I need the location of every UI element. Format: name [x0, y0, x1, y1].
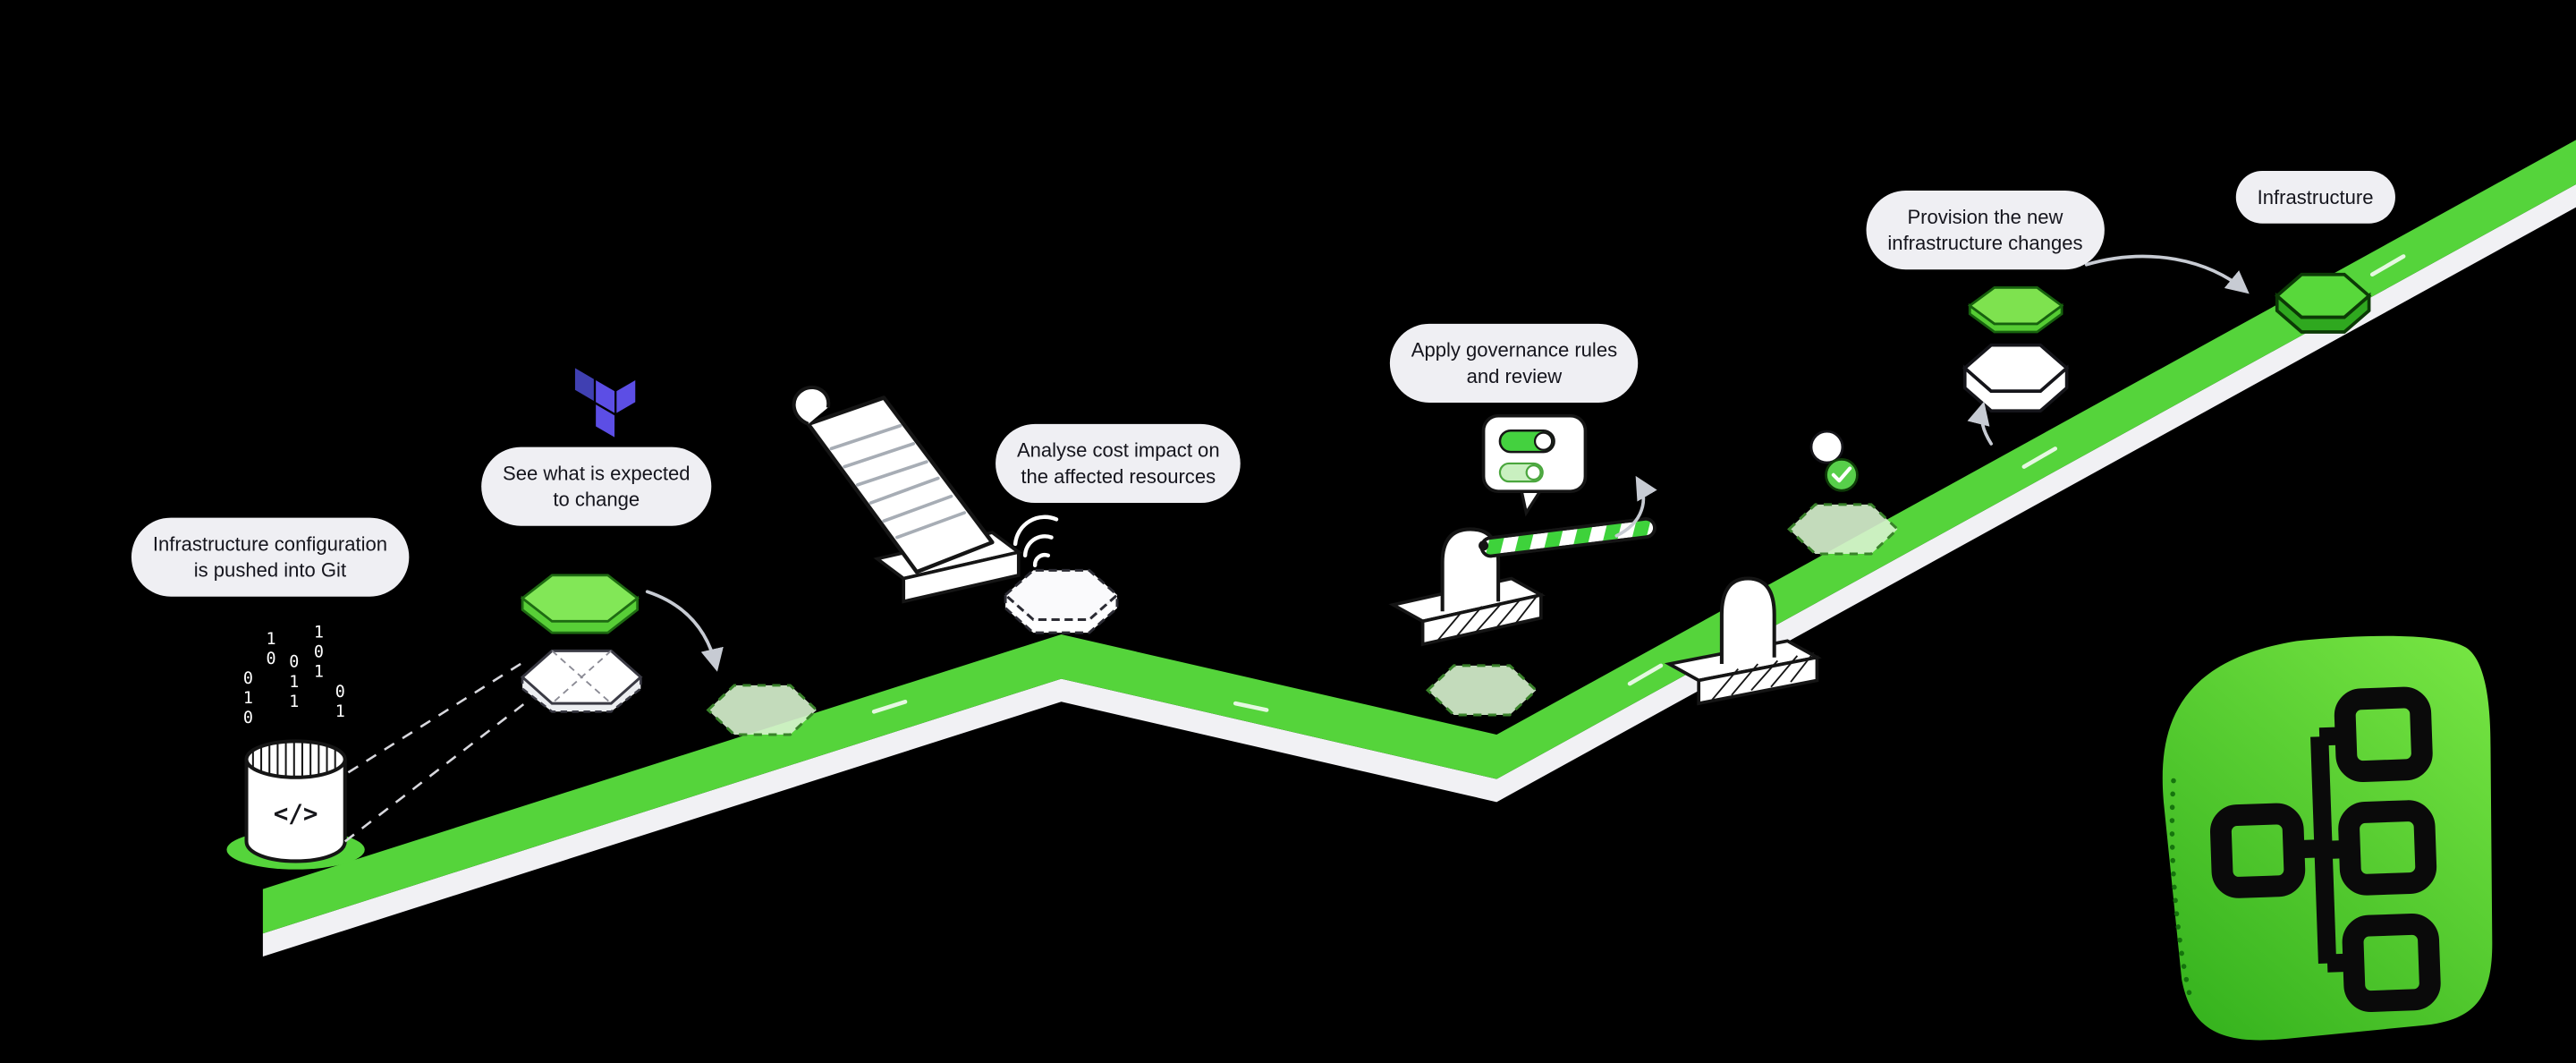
- pipeline-logo-icon: [2162, 635, 2493, 1041]
- binary-column: 0 1 1: [289, 654, 301, 712]
- curved-arrows: [645, 254, 2250, 672]
- ghost-hexagon-approved: [1787, 503, 1900, 556]
- binary-column: 1 0 1: [313, 624, 326, 683]
- label-governance: Apply governance rules and review: [1389, 323, 1639, 403]
- road-surface: [262, 140, 2576, 934]
- arrow-plan-to-road: [645, 590, 724, 672]
- gate-barrier-open: [1664, 576, 1822, 706]
- label-infrastructure: Infrastructure: [2235, 171, 2395, 224]
- ghost-hexagon-governance: [1425, 664, 1538, 717]
- road-edge: [262, 183, 2576, 957]
- signal-icon: [1013, 514, 1059, 568]
- label-cost: Analyse cost impact on the affected reso…: [996, 423, 1241, 504]
- receipt-illustration: [792, 386, 1023, 604]
- label-plan: See what is expected to change: [481, 446, 712, 526]
- arrow-stack-up: [1967, 401, 1993, 446]
- governance-bubble: [1481, 413, 1588, 517]
- flowchart-glyph: [2210, 686, 2441, 1012]
- toggle-on: [1498, 429, 1555, 454]
- plan-hexagon-wireframe: [520, 649, 643, 713]
- provision-hexagon-green: [1967, 286, 2064, 334]
- binary-column: 1 0: [266, 631, 278, 669]
- infrastructure-hexagon: [2274, 272, 2372, 334]
- road: [262, 140, 2576, 957]
- gate-barrier-closed: [1388, 517, 1657, 647]
- label-push-git: Infrastructure configuration is pushed i…: [131, 517, 409, 597]
- arrow-gate-to-bubble: [1614, 475, 1657, 538]
- arrow-to-infrastructure: [2084, 254, 2250, 294]
- hexagon-stack: [1962, 343, 2070, 413]
- binary-column: 0 1: [335, 684, 347, 722]
- binary-column: 0 1 0: [242, 670, 255, 728]
- road-lane-dashes: [871, 254, 2406, 714]
- code-cylinder: </>: [226, 739, 365, 870]
- cost-hexagon: [1003, 568, 1120, 634]
- toggle-secondary: [1498, 462, 1544, 483]
- code-symbol: </>: [274, 799, 318, 828]
- plan-hexagon-green: [520, 574, 640, 634]
- approval-check-icon: [1809, 429, 1859, 492]
- ghost-hexagon-plan: [706, 684, 819, 736]
- label-provision: Provision the new infrastructure changes: [1866, 191, 2105, 270]
- terraform-icon: [574, 368, 636, 438]
